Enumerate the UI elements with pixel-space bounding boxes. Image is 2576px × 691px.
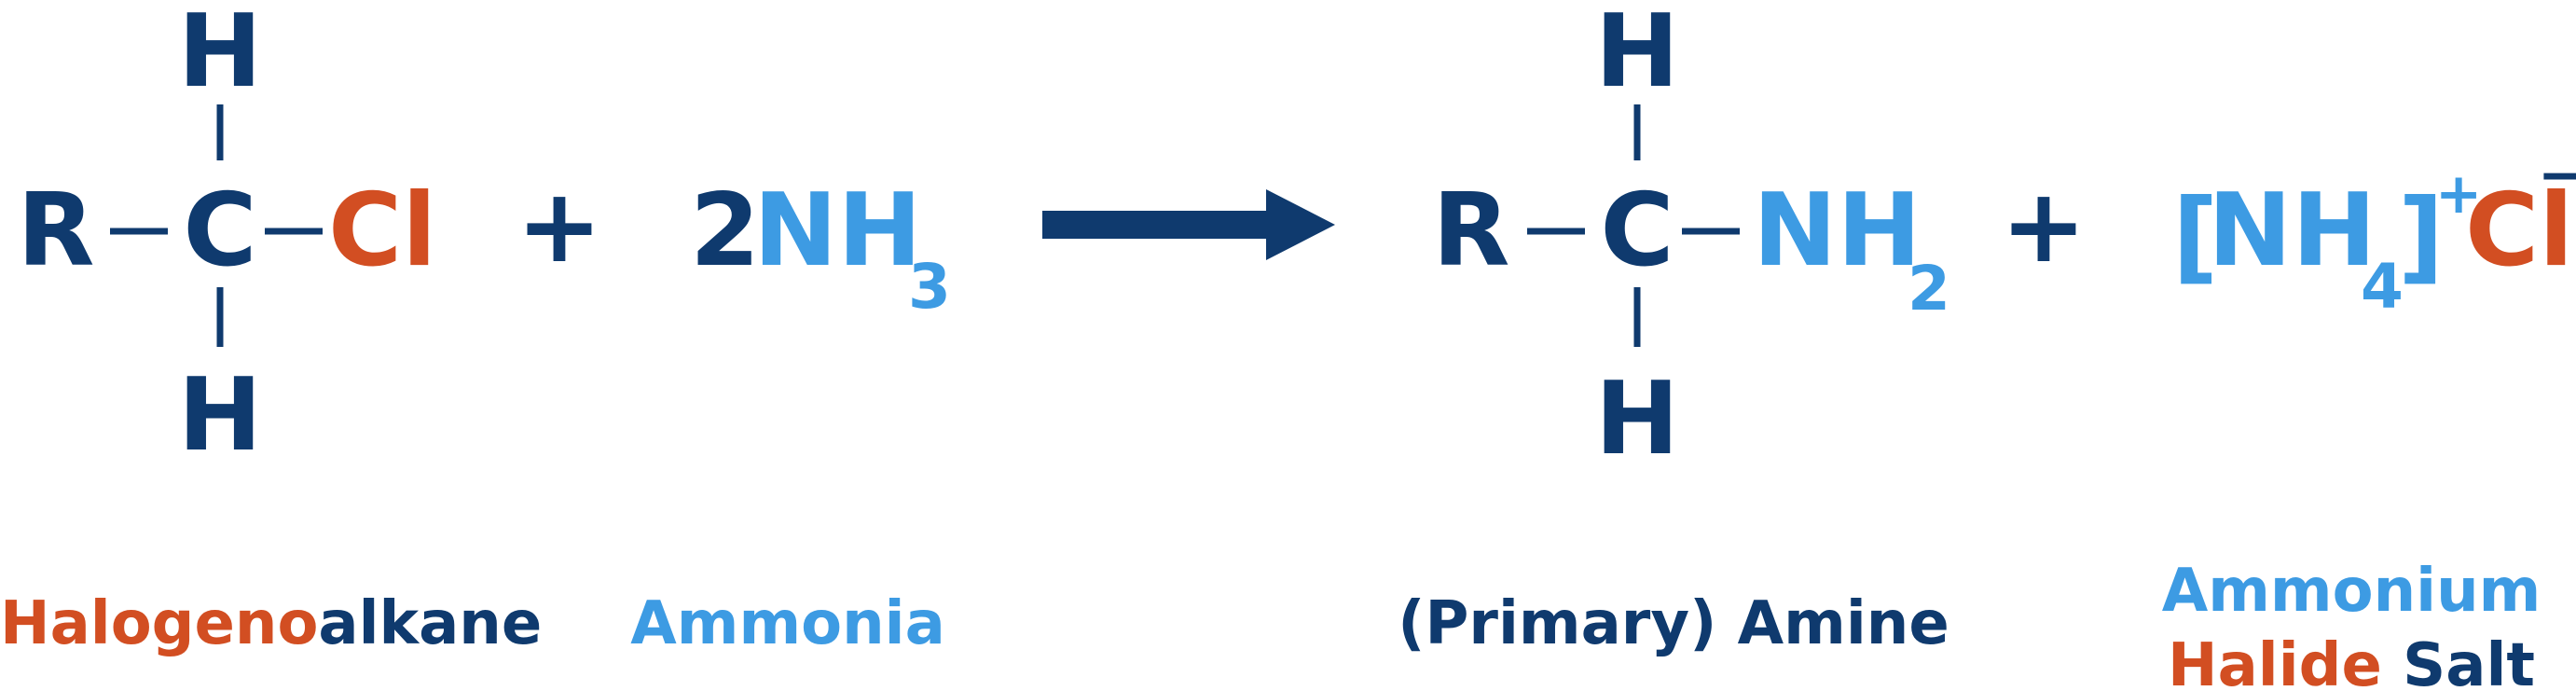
ammonium-charge: + [2435,161,2482,227]
r-group: R [1432,173,1509,289]
ammonium-nh: NH [2208,173,2376,289]
halogenoalkane-label: Halogenoalkane [0,589,542,658]
close-bracket: ] [2398,178,2444,295]
central-carbon: C [1600,173,1674,289]
ammonia-formula: 2 NH 3 [690,173,951,323]
reaction-arrow-icon [1042,189,1335,260]
ammonia-subscript: 3 [908,251,951,323]
open-bracket: [ [2172,178,2218,295]
central-carbon: C [183,173,256,289]
bottom-hydrogen: H [1595,361,1679,477]
halogeno-part: Halogeno [0,589,318,658]
ammonia-label: Ammonia [630,589,945,658]
amine-subscript: 2 [1908,253,1950,325]
ammonium-label: Ammonium [2162,557,2542,626]
chloride-charge: − [2538,143,2576,208]
ammonium-subscript: 4 [2361,251,2404,323]
bottom-hydrogen: H [178,357,262,474]
amine-label: (Primary) Amine [1398,589,1949,658]
ammonia-nh: NH [753,173,922,289]
r-group: R [17,173,94,289]
top-hydrogen: H [178,0,262,110]
salt-word: Salt [2403,631,2535,691]
top-hydrogen: H [1595,0,1679,110]
alkane-part: alkane [318,589,542,658]
halide-salt-label: Halide Salt [2168,631,2535,691]
plus-sign: + [517,166,602,285]
ammonia-coefficient: 2 [690,173,760,289]
ammonium-salt-formula: [ NH 4 ] + Cl − [2172,143,2576,323]
halide-part: Halide [2168,631,2382,691]
plus-sign: + [2001,166,2087,285]
chlorine: Cl [328,173,436,289]
halogenoalkane-structure: H R C Cl H [17,0,436,474]
salt-part [2382,631,2403,691]
chloride: Cl [2465,173,2573,289]
amine-structure: H R C NH 2 H [1432,0,1950,477]
amine-nh: NH [1753,173,1922,289]
